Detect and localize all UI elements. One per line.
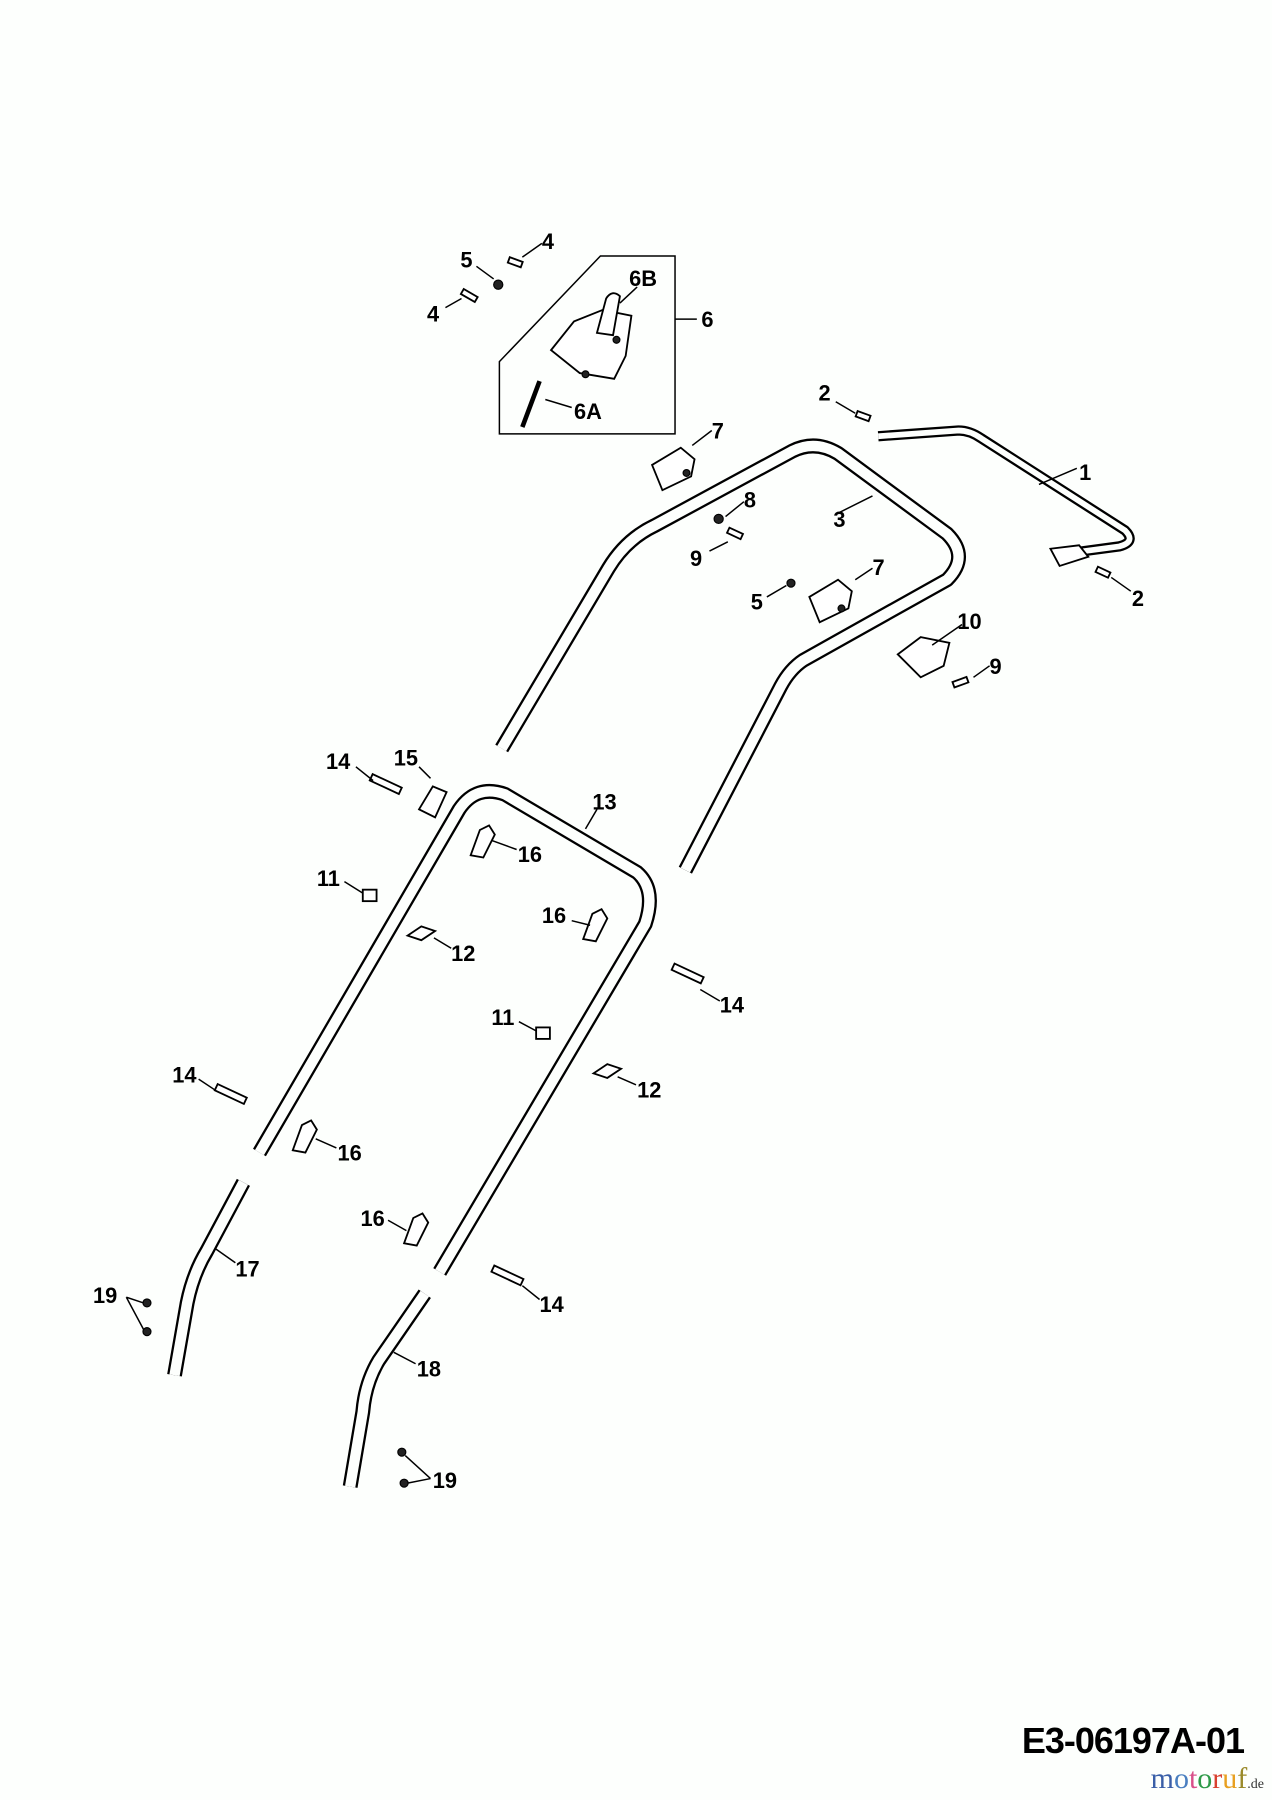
label-4: 4	[542, 229, 554, 254]
label-5: 5	[751, 590, 763, 615]
lower-tube-part-17	[167, 1178, 250, 1377]
label-6a: 6A	[574, 399, 602, 424]
label-16: 16	[542, 903, 566, 928]
label-3: 3	[833, 507, 845, 532]
label-17: 17	[235, 1257, 259, 1282]
label-18: 18	[417, 1356, 441, 1381]
upper-handle-part-3	[495, 438, 966, 874]
label-14: 14	[326, 749, 350, 774]
label-6b: 6B	[629, 266, 657, 291]
label-14: 14	[540, 1292, 564, 1317]
label-14: 14	[172, 1063, 196, 1088]
label-6: 6	[701, 307, 713, 332]
label-9: 9	[990, 654, 1002, 679]
label-13: 13	[592, 789, 616, 814]
hardware-parts	[142, 256, 1112, 1488]
label-5: 5	[460, 247, 472, 272]
label-4: 4	[427, 301, 439, 326]
lower-tube-part-18	[342, 1289, 431, 1488]
label-10: 10	[957, 609, 981, 634]
label-7: 7	[872, 555, 884, 580]
label-15: 15	[394, 746, 418, 771]
label-16: 16	[338, 1141, 362, 1166]
label-12: 12	[637, 1077, 661, 1102]
label-1: 1	[1079, 460, 1091, 485]
bail-bar-part-1	[877, 425, 1135, 568]
cable-part-6a	[520, 380, 542, 428]
label-16: 16	[518, 842, 542, 867]
motoruf-logo: motoruf.de	[1150, 1762, 1264, 1795]
label-2: 2	[1132, 586, 1144, 611]
label-8: 8	[744, 487, 756, 512]
label-12: 12	[451, 941, 475, 966]
label-11: 11	[491, 1005, 514, 1030]
label-9: 9	[690, 546, 702, 571]
label-11: 11	[317, 866, 340, 891]
label-7: 7	[712, 419, 724, 444]
leader-lines	[125, 242, 1132, 1484]
label-14: 14	[720, 993, 744, 1018]
callout-labels: 1 2 2 3 4 4 5 5 6 6A 6B 7 7 8 9 9 10 11 …	[93, 229, 1144, 1493]
label-16: 16	[360, 1206, 384, 1231]
label-2: 2	[819, 381, 831, 406]
label-19: 19	[93, 1283, 117, 1308]
assembly-box-part-6	[498, 255, 676, 435]
lower-handle-part-13	[253, 783, 657, 1276]
diagram-code: E3-06197A-01	[1021, 1720, 1245, 1761]
control-lever-part-6b	[549, 292, 633, 380]
label-19: 19	[433, 1468, 457, 1493]
